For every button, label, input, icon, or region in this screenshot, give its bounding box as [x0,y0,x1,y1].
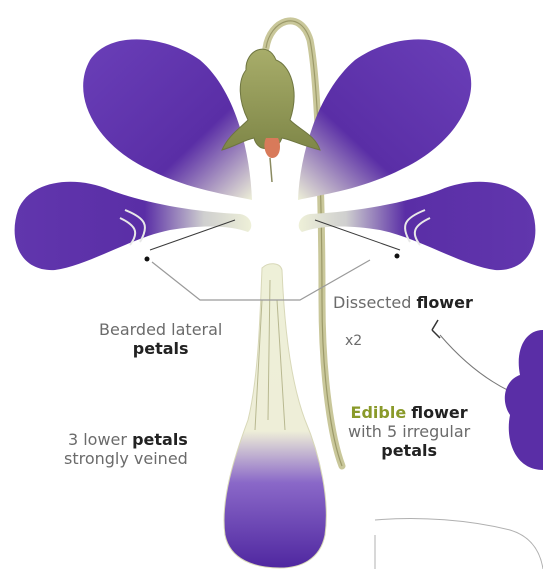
lower-petal [224,264,326,568]
upper-left-petal [83,39,252,200]
label-magnification: x2 [345,332,362,351]
label-edible-line2: with 5 irregular [348,422,470,441]
label-dissected-prefix: Dissected [333,293,411,312]
label-dissected-bold: flower [416,293,472,312]
label-edible-flower: Edible flower with 5 irregular petals [348,403,470,460]
label-bearded-line2: petals [133,339,189,358]
leader-line-dissected [432,320,440,338]
sepal-cluster [222,49,320,150]
label-bearded-lateral-petals: Bearded lateral petals [99,320,222,358]
flower-ovary [264,138,280,158]
upper-right-petal [298,39,471,200]
label-dissected-flower: Dissected flower [333,293,473,312]
label-edible-line3: petals [381,441,437,460]
label-edible-bold: flower [411,403,467,422]
label-lower-petals: 3 lower petals strongly veined [64,430,188,468]
label-lower-bold: petals [132,430,188,449]
label-edible-green: Edible [351,403,407,422]
edible-flower-partial [505,330,543,470]
sketch-lines [375,518,543,569]
magnification-text: x2 [345,333,362,349]
label-lower-prefix: 3 lower [68,430,127,449]
label-lower-line2: strongly veined [64,449,188,468]
label-bearded-line1: Bearded lateral [99,320,222,339]
